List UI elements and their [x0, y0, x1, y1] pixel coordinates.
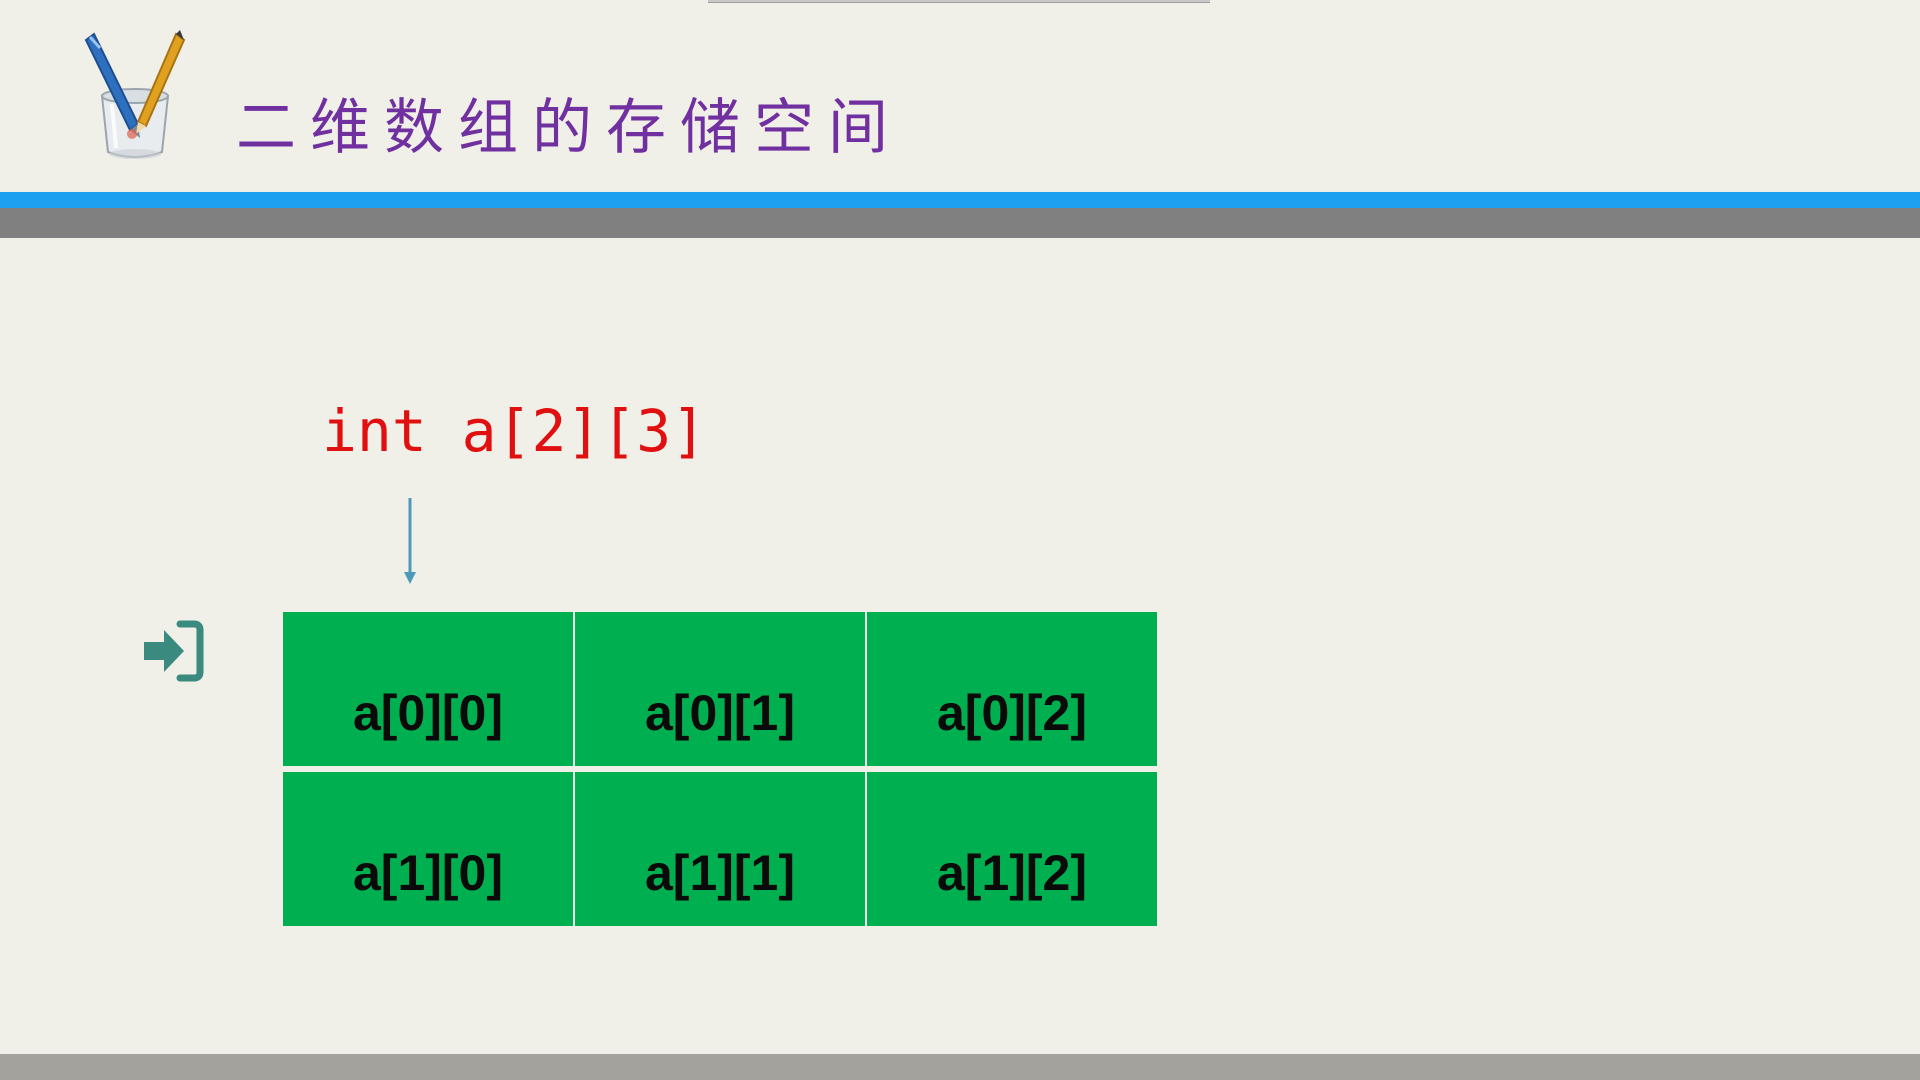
array-cell: a[0][2] [867, 612, 1157, 766]
header-accent-bar [0, 192, 1920, 208]
array-cell: a[1][0] [283, 772, 573, 926]
down-arrow-icon [400, 496, 420, 588]
footer-bar [0, 1054, 1920, 1080]
array-declaration: int a[2][3] [322, 397, 707, 465]
sign-in-icon[interactable] [140, 616, 206, 686]
header-gray-bar [0, 208, 1920, 238]
array-cell: a[0][1] [575, 612, 865, 766]
array-cell: a[0][0] [283, 612, 573, 766]
array-cell: a[1][2] [867, 772, 1157, 926]
slide-title: 二维数组的存储空间 [236, 93, 902, 163]
top-window-tab [708, 0, 1210, 3]
array-cell: a[1][1] [575, 772, 865, 926]
array-memory-grid: a[0][0] a[0][1] a[0][2] a[1][0] a[1][1] … [283, 612, 1157, 926]
pen-pencil-cup-icon [80, 30, 190, 166]
